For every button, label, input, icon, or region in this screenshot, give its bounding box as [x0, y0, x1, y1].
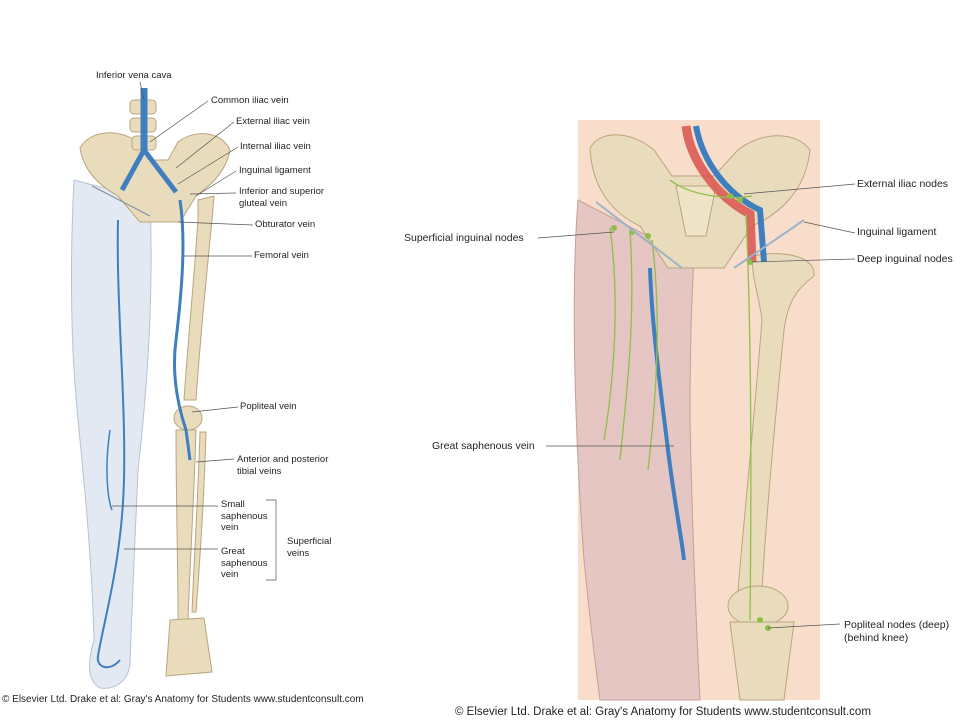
lymphatic-vessels	[603, 179, 753, 621]
label-popliteal-nodes: Popliteal nodes (deep) (behind knee)	[844, 619, 950, 644]
femur-right	[737, 253, 815, 591]
sacrum	[675, 185, 717, 237]
lymphatic-drainage-figure: External iliac nodes Inguinal ligament D…	[400, 0, 960, 720]
iliac-vein	[693, 125, 767, 263]
common-iliac-vein-right	[142, 148, 178, 194]
label-external-iliac-nodes: External iliac nodes	[857, 178, 949, 190]
venous-drainage-illustration	[70, 81, 277, 689]
label-femoral-vein: Femoral vein	[254, 250, 309, 261]
inguinal-ligament-right-2	[733, 219, 805, 269]
label-obturator-vein: Obturator vein	[255, 219, 316, 230]
label-inguinal-ligament: Inguinal ligament	[239, 165, 311, 176]
credit-left: © Elsevier Ltd. Drake et al: Gray's Anat…	[2, 694, 364, 705]
label-great-saphenous-vein-right: Great saphenous vein	[432, 440, 535, 452]
credit-right: © Elsevier Ltd. Drake et al: Gray's Anat…	[455, 706, 871, 718]
label-gluteal-veins: Inferior and superior gluteal vein	[239, 186, 325, 209]
iliac-artery	[681, 125, 757, 263]
great-saphenous-vein	[96, 219, 126, 669]
small-saphenous-vein	[106, 429, 113, 511]
limb-outline	[70, 179, 152, 689]
label-internal-iliac-vein: Internal iliac vein	[240, 141, 311, 152]
femur	[183, 195, 215, 401]
label-inguinal-ligament-right: Inguinal ligament	[857, 226, 937, 238]
leader-lines	[112, 81, 277, 581]
lymph-nodes	[611, 193, 771, 631]
label-popliteal-vein: Popliteal vein	[240, 401, 297, 412]
label-superficial-inguinal-nodes: Superficial inguinal nodes	[404, 232, 524, 244]
lymphatic-illustration	[537, 120, 856, 701]
label-small-saphenous-vein: Small saphenous vein	[221, 499, 268, 533]
foot-bones	[165, 617, 213, 677]
tibia-right	[729, 621, 795, 701]
label-common-iliac-vein: Common iliac vein	[211, 95, 289, 106]
leader-lines-right	[537, 183, 856, 629]
inguinal-ligament-line	[91, 185, 151, 217]
thigh-muscles	[573, 199, 701, 701]
label-great-saphenous-vein-left: Great saphenous vein	[221, 546, 268, 580]
label-inferior-vena-cava: Inferior vena cava	[96, 70, 172, 81]
femoral-vein	[173, 199, 192, 461]
venous-drainage-figure: Inferior vena cava Common iliac vein Ext…	[0, 0, 400, 720]
inguinal-ligament-right	[595, 201, 683, 269]
patella	[173, 405, 203, 431]
label-external-iliac-vein: External iliac vein	[236, 116, 310, 127]
great-saphenous-vein-right	[648, 267, 686, 561]
label-tibial-veins: Anterior and posterior tibial veins	[237, 454, 329, 477]
label-deep-inguinal-nodes: Deep inguinal nodes	[857, 253, 953, 265]
fibula	[191, 431, 207, 613]
label-superficial-veins: Superficial veins	[287, 536, 332, 559]
common-iliac-vein-left	[119, 148, 147, 192]
